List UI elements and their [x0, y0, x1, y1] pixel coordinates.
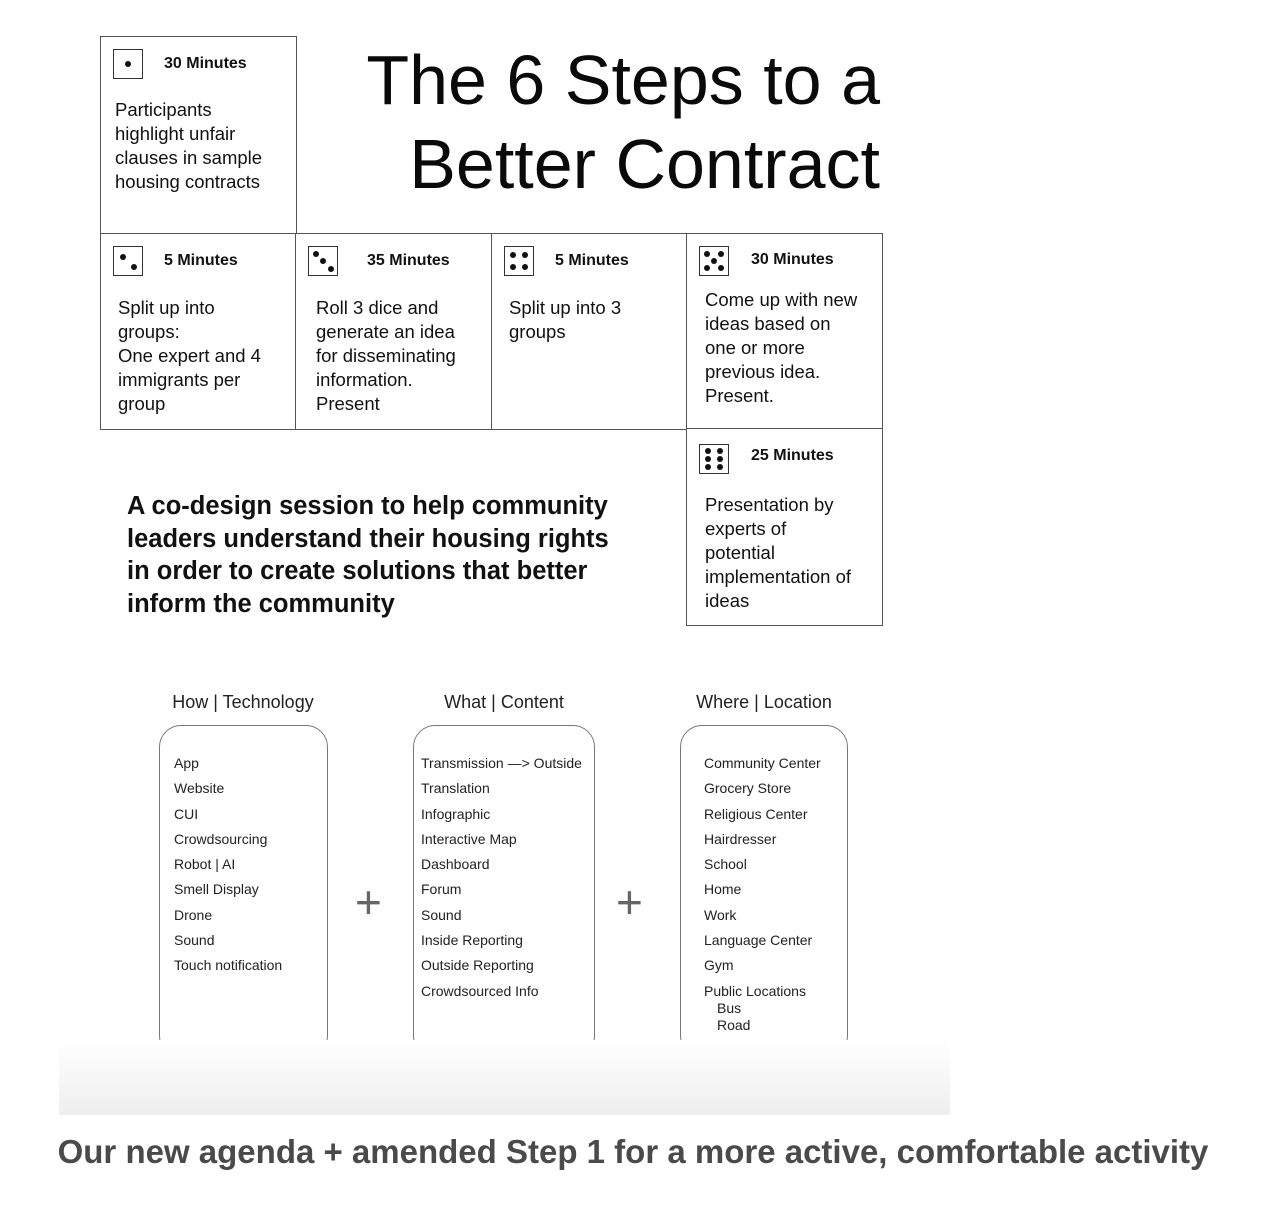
list-item: Grocery Store	[704, 780, 792, 797]
image-caption: Our new agenda + amended Step 1 for a mo…	[57, 1133, 1209, 1170]
step-3-cell: 35 Minutes Roll 3 dice and generate an i…	[295, 233, 493, 430]
session-tagline: A co-design session to help community le…	[127, 492, 609, 618]
list-item: Community Center	[704, 755, 821, 771]
list-item: Translation	[421, 780, 490, 797]
list-item: Language Center	[704, 932, 813, 949]
column-heading-technology: How | Technology	[172, 692, 314, 712]
sub-item: Bus	[717, 999, 742, 1016]
list-item: Sound	[421, 906, 462, 923]
image-bottom-fade	[59, 1040, 950, 1115]
technology-phone-card: App Website CUI Crowdsourcing Robot | AI…	[159, 725, 328, 1058]
list-item: Outside Reporting	[421, 957, 534, 974]
list-item: Crowdsourced Info	[421, 982, 539, 999]
list-item: Infographic	[421, 805, 491, 822]
step-6-duration: 25 Minutes	[751, 447, 834, 464]
diagram-title: The 6 Steps to a Better Contract	[366, 41, 880, 203]
list-item: Forum	[421, 881, 462, 898]
column-heading-content: What | Content	[444, 692, 564, 712]
list-item: Gym	[704, 957, 734, 974]
step-4-cell: 5 Minutes Split up into 3 groups	[491, 233, 688, 430]
step-5-description: Come up with new ideas based on one or m…	[705, 289, 858, 406]
list-item-label: Public Locations	[704, 982, 806, 999]
list-item: Smell Display	[174, 881, 259, 898]
location-list: Community Center Grocery Store Religious…	[704, 754, 821, 1034]
list-item: Touch notification	[174, 957, 283, 974]
content-list: Transmission —> Outside Translation Info…	[421, 754, 582, 1007]
list-item: Hairdresser	[704, 830, 777, 847]
list-item: Drone	[174, 906, 213, 923]
list-item: Public Locations Bus Road	[704, 982, 821, 1034]
list-item: Transmission —> Outside	[421, 755, 582, 771]
step-2-cell: 5 Minutes Split up into groups: One expe…	[100, 233, 297, 430]
location-phone-card: Community Center Grocery Store Religious…	[680, 725, 848, 1058]
list-item: Home	[704, 881, 742, 898]
die-three-icon	[308, 246, 338, 276]
step-3-duration: 35 Minutes	[367, 252, 450, 269]
technology-list: App Website CUI Crowdsourcing Robot | AI…	[174, 754, 282, 982]
list-item: Crowdsourcing	[174, 830, 268, 847]
list-item: School	[704, 856, 747, 873]
list-item: Website	[174, 780, 225, 797]
column-heading-location: Where | Location	[696, 692, 832, 712]
step-6-cell: 25 Minutes Presentation by experts of po…	[686, 428, 883, 626]
list-item: Religious Center	[704, 805, 808, 822]
content-phone-card: Transmission —> Outside Translation Info…	[413, 725, 595, 1058]
step-6-description: Presentation by experts of potential imp…	[705, 494, 852, 611]
step-2-duration: 5 Minutes	[164, 252, 238, 269]
list-item: Sound	[174, 932, 215, 949]
die-two-icon	[113, 246, 143, 276]
step-1-description: Participants highlight unfair clauses in…	[115, 99, 263, 192]
plus-symbol: +	[616, 876, 643, 928]
step-5-duration: 30 Minutes	[751, 251, 834, 268]
sub-item: Road	[717, 1016, 751, 1033]
list-item: Interactive Map	[421, 830, 517, 847]
step-3-description: Roll 3 dice and generate an idea for dis…	[316, 297, 456, 414]
die-five-icon	[699, 246, 729, 276]
die-one-icon	[113, 49, 143, 79]
list-item: App	[174, 755, 199, 771]
step-4-duration: 5 Minutes	[555, 252, 629, 269]
die-four-icon	[504, 246, 534, 276]
step-2-description: Split up into groups: One expert and 4 i…	[118, 297, 261, 414]
list-item: Dashboard	[421, 856, 490, 873]
list-item: Inside Reporting	[421, 932, 523, 949]
step-5-cell: 30 Minutes Come up with new ideas based …	[686, 233, 883, 430]
die-six-icon	[699, 444, 729, 474]
list-item: Work	[704, 906, 737, 923]
step-4-description: Split up into 3 groups	[509, 297, 622, 342]
list-item: Robot | AI	[174, 856, 236, 873]
list-item: CUI	[174, 805, 199, 822]
plus-symbol: +	[355, 876, 382, 928]
step-1-duration: 30 Minutes	[164, 55, 247, 72]
step-1-cell: 30 Minutes Participants highlight unfair…	[100, 36, 297, 235]
